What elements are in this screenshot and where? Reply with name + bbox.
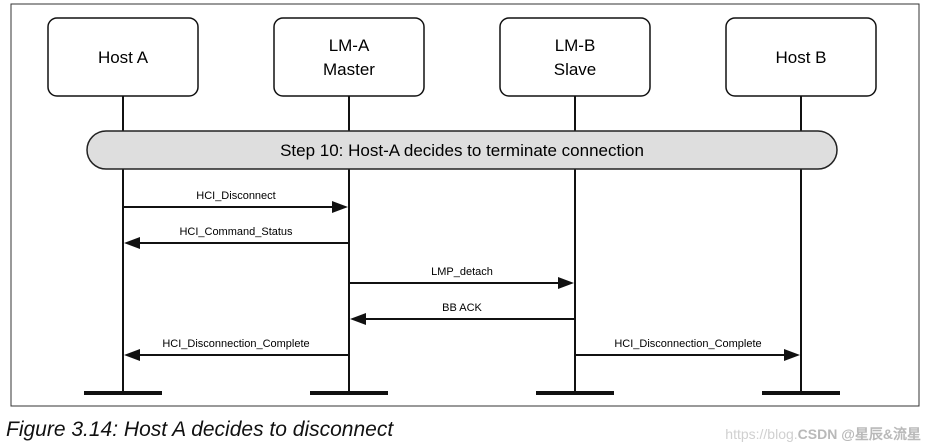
message-label: HCI_Disconnection_Complete: [162, 338, 309, 350]
arrowhead: [124, 349, 140, 361]
entity-lm_b: LM-B Slave: [499, 17, 651, 97]
message-arrow: BB ACK: [350, 302, 575, 325]
entity-label: Master: [323, 60, 375, 79]
message-label: HCI_Command_Status: [179, 226, 293, 238]
entity-host_a: Host A: [47, 17, 199, 97]
entity-label: LM-B: [555, 36, 596, 55]
arrowhead: [350, 313, 366, 325]
sequence-diagram: Step 10: Host-A decides to terminate con…: [10, 3, 920, 407]
message-arrow: HCI_Disconnection_Complete: [124, 338, 349, 361]
message-label: BB ACK: [442, 302, 482, 314]
arrowhead: [332, 201, 348, 213]
entity-lm_a: LM-A Master: [273, 17, 425, 97]
message-label: HCI_Disconnection_Complete: [614, 338, 761, 350]
watermark-author: CSDN @星辰&流星: [797, 426, 921, 442]
lifeline-end-bar: [310, 391, 388, 395]
message-arrow: HCI_Disconnect: [123, 190, 348, 213]
message-arrow: HCI_Disconnection_Complete: [575, 338, 800, 361]
figure-caption: Figure 3.14: Host A decides to disconnec…: [6, 418, 394, 441]
entity-label: Host B: [775, 48, 826, 67]
lifeline-end-bar: [536, 391, 614, 395]
message-arrow: LMP_detach: [349, 266, 574, 289]
watermark-url: https://blog.: [725, 426, 798, 442]
entity-box: [47, 17, 199, 97]
entity-box: [725, 17, 877, 97]
lifeline-end-bar: [762, 391, 840, 395]
arrowhead: [558, 277, 574, 289]
message-label: LMP_detach: [431, 266, 493, 278]
step-banner: [86, 130, 838, 170]
entity-label: Slave: [554, 60, 597, 79]
step-banner-text: Step 10: Host-A decides to terminate con…: [280, 141, 644, 160]
lifeline-end-bar: [84, 391, 162, 395]
entity-label: LM-A: [329, 36, 370, 55]
entity-box: [499, 17, 651, 97]
entity-host_b: Host B: [725, 17, 877, 97]
watermark: https://blog.CSDN @星辰&流星: [725, 424, 921, 444]
arrowhead: [784, 349, 800, 361]
message-arrow: HCI_Command_Status: [124, 226, 349, 249]
message-label: HCI_Disconnect: [196, 190, 275, 202]
entity-box: [273, 17, 425, 97]
entity-label: Host A: [98, 48, 149, 67]
arrowhead: [124, 237, 140, 249]
